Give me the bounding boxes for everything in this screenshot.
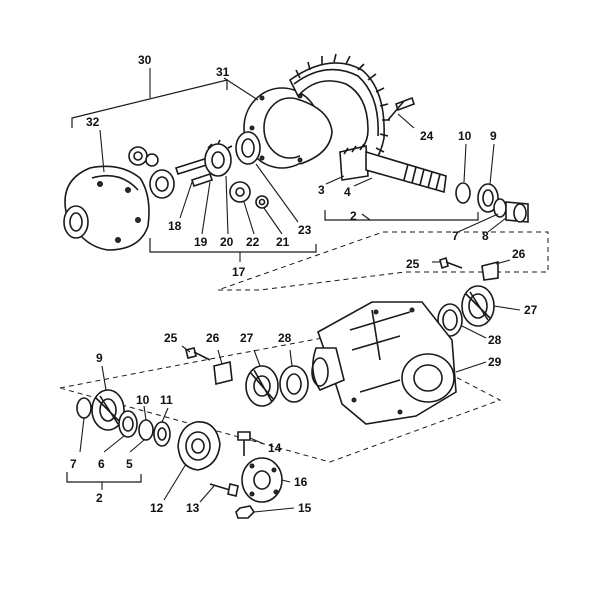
callout-6: 6	[98, 457, 105, 471]
bracket-2-lower	[66, 472, 142, 483]
thrust-washer-21	[255, 195, 269, 209]
bolt-13	[209, 483, 239, 497]
callout-5: 5	[126, 457, 133, 471]
callout-27-lower: 27	[240, 331, 254, 345]
bearing-27-lower	[245, 365, 279, 407]
cup-6	[118, 410, 138, 438]
callout-32: 32	[86, 115, 100, 129]
clip-26-upper	[481, 260, 499, 281]
callout-25-lower: 25	[164, 331, 178, 345]
callout-27-upper: 27	[524, 303, 538, 317]
bracket-17	[149, 238, 317, 253]
side-gear-20	[204, 139, 233, 177]
callout-22: 22	[246, 235, 260, 249]
callout-7-lower: 7	[70, 457, 77, 471]
axle-housing-29	[311, 301, 457, 425]
pinion-shaft	[339, 143, 447, 194]
callout-18: 18	[168, 219, 182, 233]
upper-assembly-outline	[217, 231, 549, 291]
washer-7-upper	[493, 198, 507, 218]
callout-16: 16	[294, 475, 308, 489]
spacer-5	[138, 419, 154, 441]
nut-8	[505, 201, 529, 223]
bearing-9-lower	[91, 389, 125, 431]
yoke-16	[241, 457, 283, 503]
callout-31: 31	[216, 65, 230, 79]
bolt-24	[387, 96, 416, 121]
callout-10-upper: 10	[458, 129, 472, 143]
callout-9-upper: 9	[490, 129, 497, 143]
callout-8: 8	[482, 229, 489, 243]
callout-30: 30	[138, 53, 152, 67]
pinion-flange-12	[177, 421, 221, 471]
callout-28-upper: 28	[488, 333, 502, 347]
callout-11: 11	[160, 393, 173, 407]
callout-12: 12	[150, 501, 164, 515]
callout-26-lower: 26	[206, 331, 220, 345]
callout-15: 15	[298, 501, 312, 515]
callout-14: 14	[268, 441, 282, 455]
bearing-cup-28-upper	[437, 303, 463, 337]
pinion-gear-left	[149, 169, 175, 199]
callout-9-lower: 9	[96, 351, 103, 365]
clip-26-lower	[213, 361, 233, 385]
callout-24: 24	[420, 129, 434, 143]
leader-2-upper	[361, 213, 371, 221]
nut-15	[235, 505, 256, 519]
spacer-10-upper	[455, 182, 471, 204]
pinion-gear-22	[229, 181, 251, 203]
leader-lines	[79, 77, 521, 513]
callout-4: 4	[344, 185, 351, 199]
callout-17: 17	[232, 265, 246, 279]
bracket-2-upper	[324, 210, 479, 221]
bolt-25-lower	[185, 347, 211, 361]
side-gear-upper	[128, 146, 159, 167]
callout-7-upper: 7	[452, 229, 459, 243]
callout-20: 20	[220, 235, 234, 249]
bearing-9-upper	[477, 183, 499, 213]
callout-13: 13	[186, 501, 200, 515]
spacer-10-lower	[153, 421, 171, 447]
callouts: 30 31 32 24 10 9 3 4 2 7 8 18 19 20 22 2…	[70, 53, 538, 515]
bolt-14	[237, 431, 251, 456]
callout-25-upper: 25	[406, 257, 420, 271]
bearing-cup-28-lower	[279, 365, 309, 403]
pin-19	[190, 172, 214, 188]
callout-3: 3	[318, 183, 325, 197]
bracket-30	[71, 79, 228, 128]
callout-28-lower: 28	[278, 331, 292, 345]
callout-21: 21	[276, 235, 290, 249]
thrust-washer-23	[235, 131, 261, 165]
callout-19: 19	[194, 235, 208, 249]
differential-case	[63, 165, 150, 251]
callout-2-upper: 2	[350, 209, 357, 223]
bearing-27-upper	[461, 285, 495, 327]
bolt-25-upper	[439, 256, 463, 270]
callout-2-lower: 2	[96, 491, 103, 505]
callout-26-upper: 26	[512, 247, 526, 261]
callout-29: 29	[488, 355, 502, 369]
callout-23: 23	[298, 223, 312, 237]
callout-10-lower: 10	[136, 393, 150, 407]
washer-7-lower	[76, 397, 92, 419]
